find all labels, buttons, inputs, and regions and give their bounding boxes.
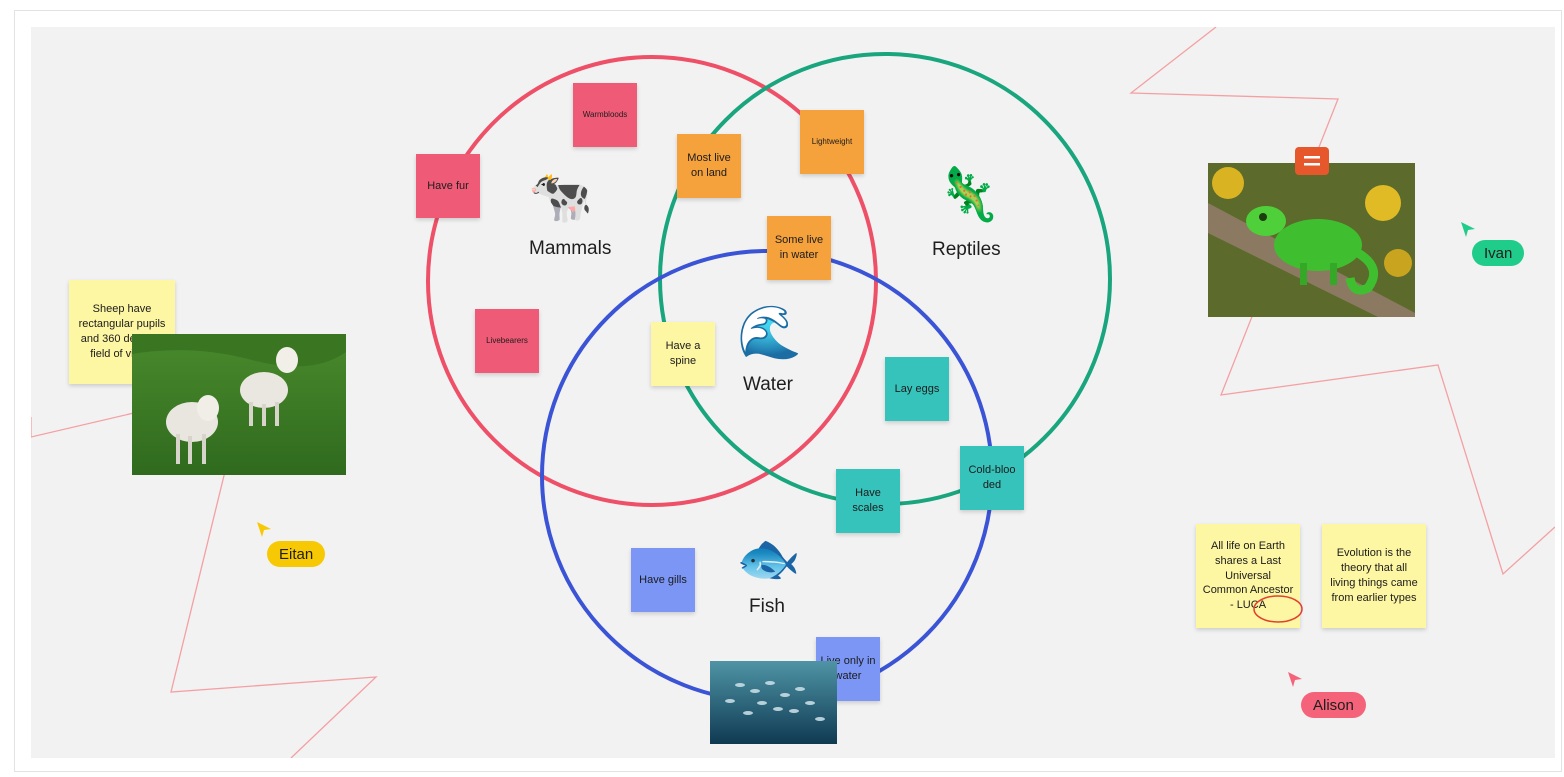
scribble-right-top: [1129, 27, 1555, 576]
sticky-live-only-in-water[interactable]: Live only in water: [816, 637, 880, 701]
wave-icon: 🌊: [737, 303, 802, 363]
water-label: Water: [743, 374, 793, 395]
sticky-some-live-in-water[interactable]: Some live in water: [767, 216, 831, 280]
sticky-most-live-on-land[interactable]: Most live on land: [677, 134, 741, 198]
sticky-lay-eggs[interactable]: Lay eggs: [885, 357, 949, 421]
alison-name-tag: Alison: [1301, 692, 1366, 718]
cow-icon: 🐄: [528, 167, 593, 227]
fish-school-photo[interactable]: [710, 661, 837, 744]
ivan-cursor-icon: [1461, 222, 1475, 237]
sticky-evolution-fact[interactable]: Evolution is the theory that all living …: [1322, 524, 1426, 628]
alison-cursor-icon: [1288, 672, 1302, 687]
sticky-have-gills[interactable]: Have gills: [631, 548, 695, 612]
sticky-cold-blooded[interactable]: Cold-bloo ded: [960, 446, 1024, 510]
sticky-have-scales[interactable]: Have scales: [836, 469, 900, 533]
ivan-name-tag: Ivan: [1472, 240, 1525, 266]
sticky-sheep-fact[interactable]: Sheep have rectangular pupils and 360 de…: [69, 280, 175, 384]
eitan-cursor-icon: [257, 522, 271, 537]
sticky-have-a-spine[interactable]: Have a spine: [651, 322, 715, 386]
sticky-livebearers[interactable]: Livebearers: [475, 309, 539, 373]
reptiles-label: Reptiles: [932, 239, 1001, 260]
eitan-name-tag: Eitan: [267, 541, 326, 567]
lambs-photo[interactable]: [132, 334, 346, 475]
comment-icon[interactable]: [1295, 147, 1329, 175]
mammals-label: Mammals: [529, 238, 612, 259]
sticky-lightweight[interactable]: Lightweight: [800, 110, 864, 174]
whiteboard-canvas[interactable]: 🐄 Mammals 🦎 Reptiles 🌊 Water 🐟 Fish Warm…: [31, 27, 1555, 758]
sticky-have-fur[interactable]: Have fur: [416, 154, 480, 218]
chameleon-photo[interactable]: [1208, 163, 1415, 317]
sticky-luca-fact[interactable]: All life on Earth shares a Last Universa…: [1196, 524, 1300, 628]
lizard-icon: 🦎: [936, 165, 1001, 225]
fish-label: Fish: [749, 596, 785, 617]
sticky-warmbloods[interactable]: Warmbloods: [573, 83, 637, 147]
fish-icon: 🐟: [736, 529, 801, 589]
reptiles-circle: [658, 52, 1112, 506]
